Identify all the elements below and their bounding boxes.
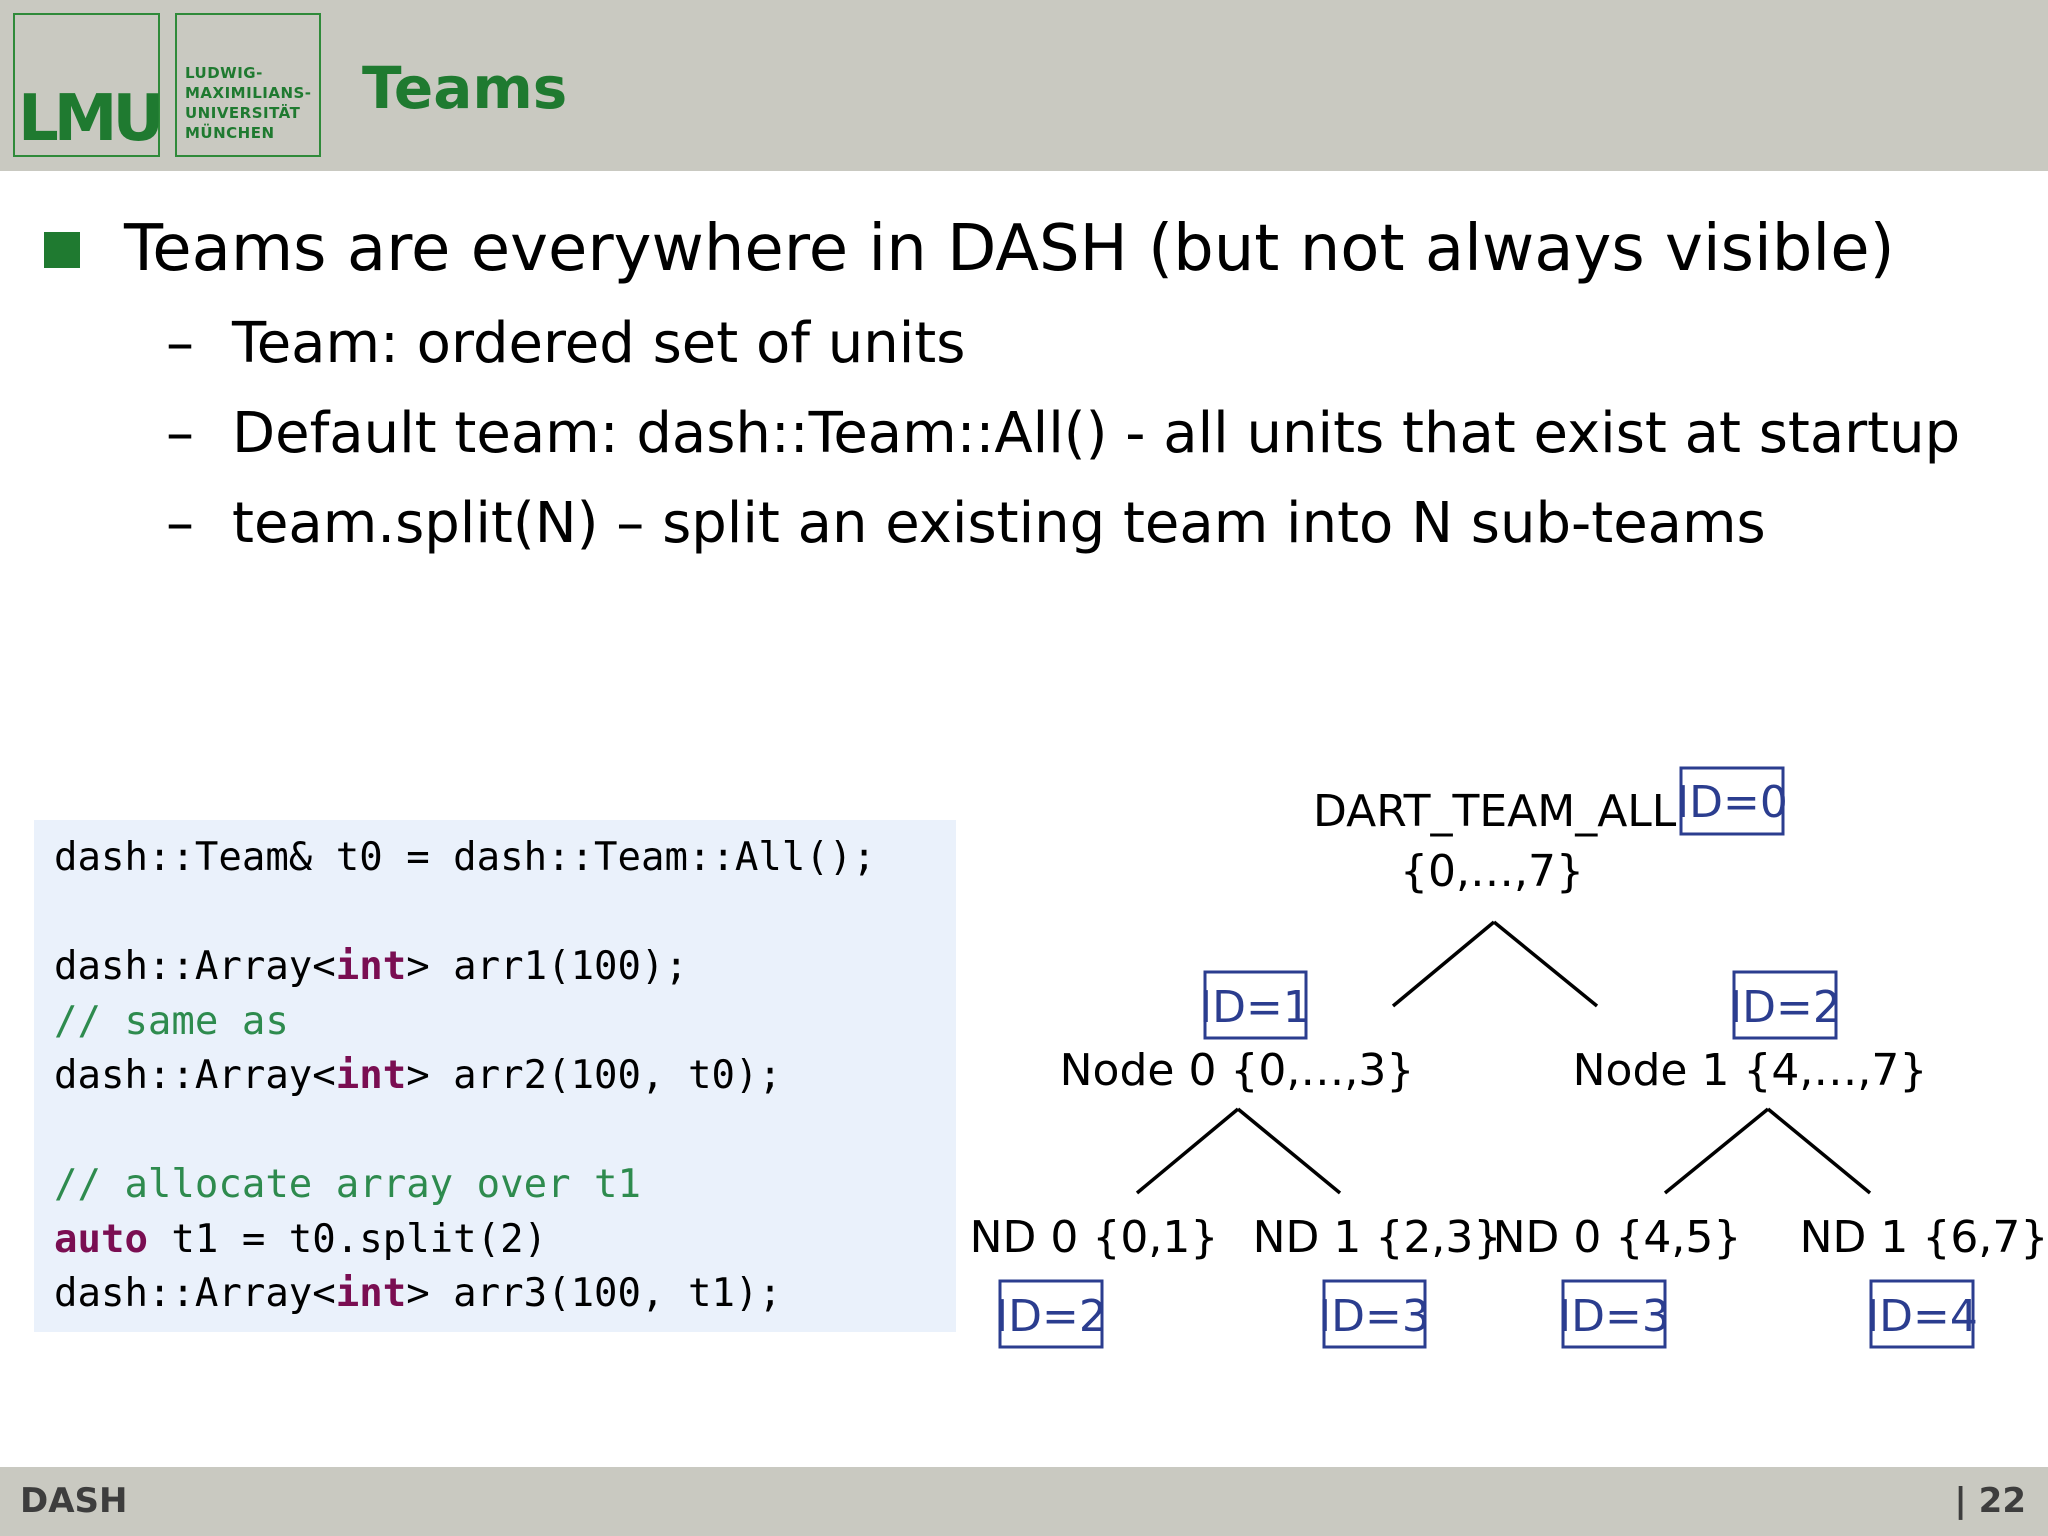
root-id: ID=0 <box>1676 777 1788 828</box>
leaf-0-id: ID=2 <box>995 1291 1107 1342</box>
sub-bullet-text: Default team: dash::Team::All() - all un… <box>232 401 1961 466</box>
code-line-7: dash::Array<int> arr3(100, t1); <box>54 1269 782 1319</box>
lmu-logo: LMU <box>13 13 164 157</box>
university-name-box: LUDWIG- MAXIMILIANS- UNIVERSITÄT MÜNCHEN <box>175 13 321 157</box>
leaf-1-label: ND 1 {2,3} <box>1253 1212 1502 1263</box>
university-name: LUDWIG- MAXIMILIANS- UNIVERSITÄT MÜNCHEN <box>185 64 312 142</box>
lmu-logo-text: LMU <box>18 82 164 156</box>
edge-node1-leaf3 <box>1766 1107 1872 1195</box>
code-token: dash::Array< <box>54 1053 336 1098</box>
dash-marker: – <box>166 311 194 376</box>
edge-root-node0 <box>1391 920 1496 1008</box>
code-keyword: int <box>335 944 407 989</box>
code-comment-2: // allocate array over t1 <box>54 1162 641 1207</box>
leaf-3-id: ID=4 <box>1866 1291 1978 1342</box>
code-token: > arr3(100, t1); <box>406 1271 782 1316</box>
code-block: dash::Team& t0 = dash::Team::All(); dash… <box>34 820 956 1332</box>
code-keyword: int <box>335 1053 407 1098</box>
code-keyword: auto <box>54 1217 148 1262</box>
page-number: | 22 <box>1954 1481 2026 1521</box>
sub-bullet-2: –Default team: dash::Team::All() - all u… <box>166 396 1960 472</box>
node0-label: Node 0 {0,…,3} <box>1060 1045 1415 1096</box>
code-comment-1: // same as <box>54 999 289 1044</box>
leaf-2-id-box <box>1561 1279 1667 1349</box>
leaf-1-id: ID=3 <box>1318 1291 1430 1342</box>
edge-node1-leaf2 <box>1663 1107 1770 1195</box>
code-line-1: dash::Team& t0 = dash::Team::All(); <box>54 835 876 880</box>
sub-bullet-text: team.split(N) – split an existing team i… <box>232 491 1766 556</box>
slide-header: LMU LUDWIG- MAXIMILIANS- UNIVERSITÄT MÜN… <box>0 0 2048 171</box>
main-bullet: Teams are everywhere in DASH (but not al… <box>124 212 1895 286</box>
leaf-1-id-box <box>1322 1279 1427 1349</box>
leaf-2-id: ID=3 <box>1558 1291 1670 1342</box>
sub-bullet-3: –team.split(N) – split an existing team … <box>166 486 1766 562</box>
code-token: > arr1(100); <box>406 944 688 989</box>
slide-title: Teams <box>362 54 568 122</box>
node1-label: Node 1 {4,…,7} <box>1573 1045 1928 1096</box>
edge-node0-leaf1 <box>1236 1107 1342 1195</box>
footer-title: DASH <box>20 1481 128 1521</box>
leaf-0-id-box <box>998 1279 1104 1349</box>
code-line-4: dash::Array<int> arr2(100, t0); <box>54 1051 782 1101</box>
code-token: t1 = t0.split(2) <box>147 1217 548 1262</box>
node0-id: ID=1 <box>1199 982 1311 1033</box>
leaf-0-label: ND 0 {0,1} <box>970 1212 1219 1263</box>
code-token: dash::Array< <box>54 944 336 989</box>
root-label: DART_TEAM_ALL <box>1313 786 1677 837</box>
root-set: {0,…,7} <box>1400 846 1584 897</box>
leaf-3-label: ND 1 {6,7} <box>1800 1212 2048 1263</box>
dash-marker: – <box>166 491 194 556</box>
root-id-box <box>1679 766 1785 836</box>
node0-id-box <box>1203 970 1308 1040</box>
bullet-square-icon <box>44 232 80 268</box>
team-tree-diagram: DART_TEAM_ALL ID=0 {0,…,7} ID=1 Node 0 {… <box>970 766 2048 1349</box>
sub-bullet-text: Team: ordered set of units <box>232 311 966 376</box>
code-line-2: dash::Array<int> arr1(100); <box>54 942 688 992</box>
leaf-2-label: ND 0 {4,5} <box>1493 1212 1742 1263</box>
leaf-3-id-box <box>1869 1279 1975 1349</box>
edge-node0-leaf0 <box>1135 1107 1240 1195</box>
dash-marker: – <box>166 401 194 466</box>
code-token: > arr2(100, t0); <box>406 1053 782 1098</box>
sub-bullet-1: –Team: ordered set of units <box>166 306 965 382</box>
code-line-6: auto t1 = t0.split(2) <box>54 1215 547 1265</box>
slide-footer: DASH | 22 <box>0 1467 2048 1536</box>
edge-root-node1 <box>1492 920 1599 1008</box>
code-token: dash::Array< <box>54 1271 336 1316</box>
node1-id-box <box>1732 970 1838 1040</box>
node1-id: ID=2 <box>1729 982 1841 1033</box>
code-keyword: int <box>335 1271 407 1316</box>
